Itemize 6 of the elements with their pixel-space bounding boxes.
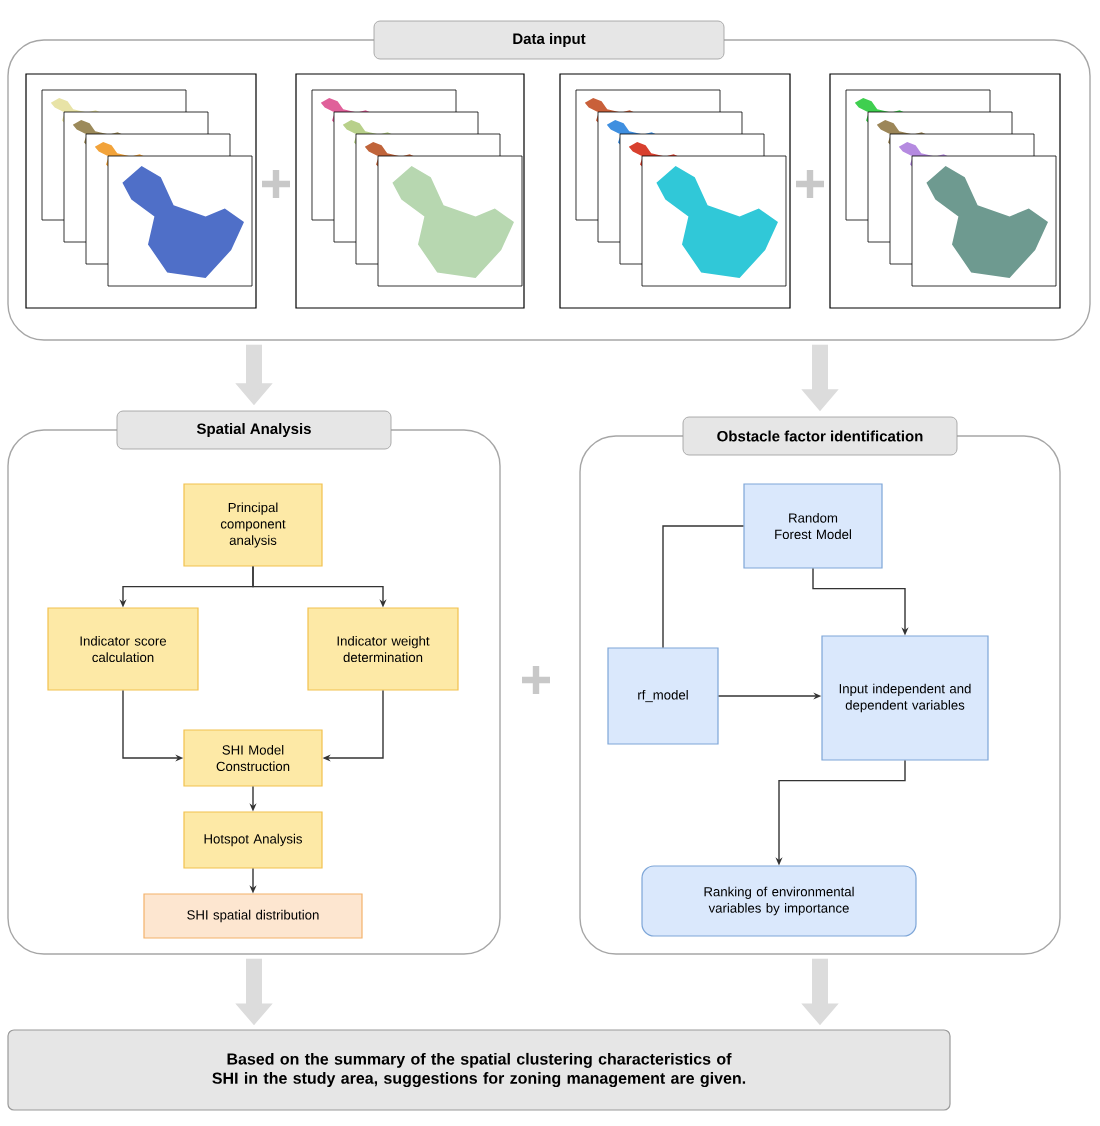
connector-line (662, 525, 745, 649)
picture (559, 73, 791, 309)
picture (25, 73, 257, 309)
conclusion-box: Based on the summary of the spatial clustering characteristics of SHI in the study area, suggestions for zoning management are given. (7, 1029, 951, 1111)
picture (295, 73, 525, 309)
picture (829, 73, 1061, 309)
